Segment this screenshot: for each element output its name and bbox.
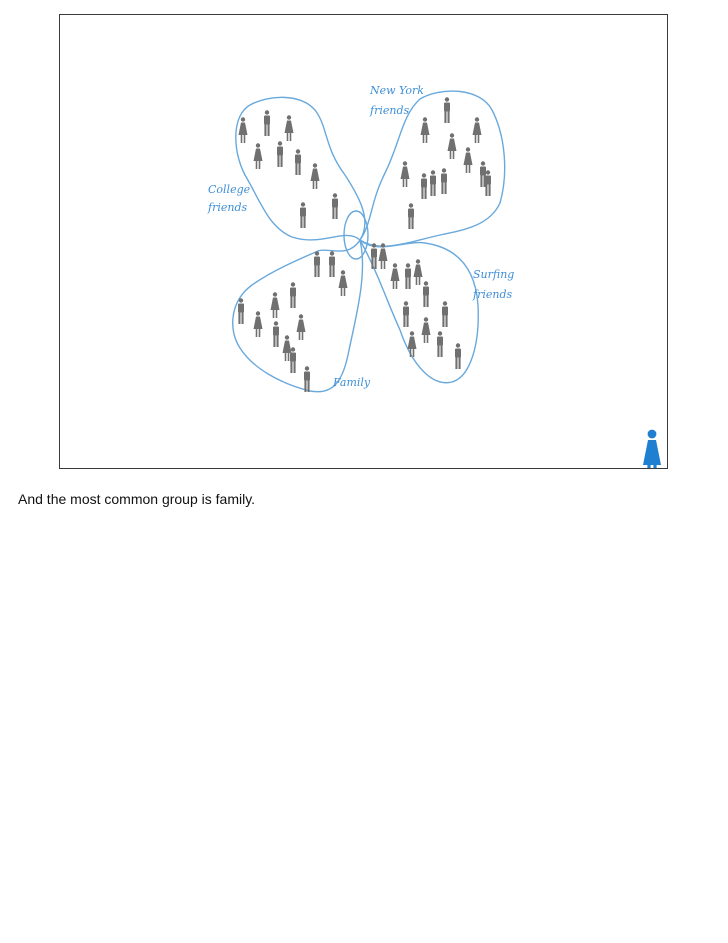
- person-icon: [442, 301, 448, 327]
- person-icon: [455, 343, 461, 369]
- person-icon: [304, 366, 310, 392]
- person-icon: [270, 292, 280, 318]
- person-icon: [420, 117, 430, 143]
- college-friends-outline: [235, 96, 366, 241]
- person-icon: [421, 173, 427, 199]
- person-icon: [441, 168, 447, 194]
- person-icon: [400, 161, 410, 187]
- person-icon: [253, 143, 263, 169]
- person-icon: [332, 193, 338, 219]
- person-icon: [264, 110, 270, 136]
- person-icon: [284, 115, 294, 141]
- person-icon: [421, 317, 431, 343]
- person-icon: [277, 141, 283, 167]
- person-icon: [273, 321, 279, 347]
- person-icon: [300, 202, 306, 228]
- person-icon: [405, 263, 411, 289]
- new-york-friends-people: [400, 97, 491, 229]
- label-college: College friends: [207, 183, 254, 214]
- person-icon: [314, 251, 320, 277]
- person-icon: [338, 270, 348, 296]
- family-outline: [232, 239, 364, 393]
- social-groups-diagram: New York friends College friends Surfing…: [207, 84, 661, 468]
- person-icon: [290, 282, 296, 308]
- slide-frame: New York friends College friends Surfing…: [59, 14, 668, 469]
- surfing-friends-outline: [359, 239, 479, 384]
- person-icon: [295, 149, 301, 175]
- person-icon: [310, 163, 320, 189]
- person-icon: [329, 251, 335, 277]
- person-icon: [407, 331, 417, 357]
- person-icon: [463, 147, 473, 173]
- self-person-icon: [643, 429, 661, 468]
- person-icon: [472, 117, 482, 143]
- person-icon: [408, 203, 414, 229]
- person-icon: [296, 314, 306, 340]
- person-icon: [430, 170, 436, 196]
- person-icon: [390, 263, 400, 289]
- new-york-friends-outline: [359, 90, 506, 247]
- self-outline: [343, 210, 369, 260]
- person-icon: [238, 298, 244, 324]
- surfing-friends-people: [371, 243, 461, 369]
- person-icon: [423, 281, 429, 307]
- family-people: [238, 251, 348, 392]
- person-icon: [437, 331, 443, 357]
- person-icon: [253, 311, 263, 337]
- person-icon: [413, 259, 423, 285]
- person-icon: [403, 301, 409, 327]
- person-icon: [447, 133, 457, 159]
- label-family: Family: [332, 376, 371, 389]
- label-surfing: Surfing friends: [472, 268, 518, 301]
- person-icon: [238, 117, 248, 143]
- slide-caption: And the most common group is family.: [18, 491, 256, 507]
- person-icon: [444, 97, 450, 123]
- label-new-york: New York friends: [369, 84, 427, 117]
